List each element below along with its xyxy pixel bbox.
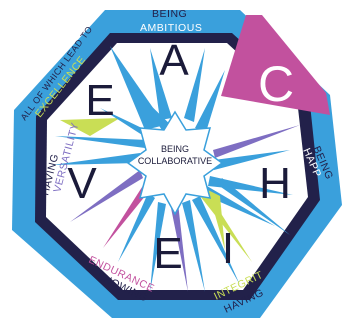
letter-a: A [159, 36, 189, 85]
center-label-line1: BEING [161, 144, 189, 154]
center-star [126, 110, 224, 216]
letter-c: C [258, 56, 294, 112]
magenta-c-panel [221, 15, 330, 115]
letter-v: V [67, 159, 97, 208]
ambitious-line2: AMBITIOUS [140, 22, 202, 34]
letter-e-top: E [85, 76, 114, 125]
ambitious-line1: BEING [152, 8, 187, 20]
letter-i: I [222, 224, 234, 273]
center-label-line2: COLLABORATIVE [138, 156, 212, 166]
letter-h: H [259, 159, 291, 208]
letter-e-bottom: E [153, 229, 182, 278]
